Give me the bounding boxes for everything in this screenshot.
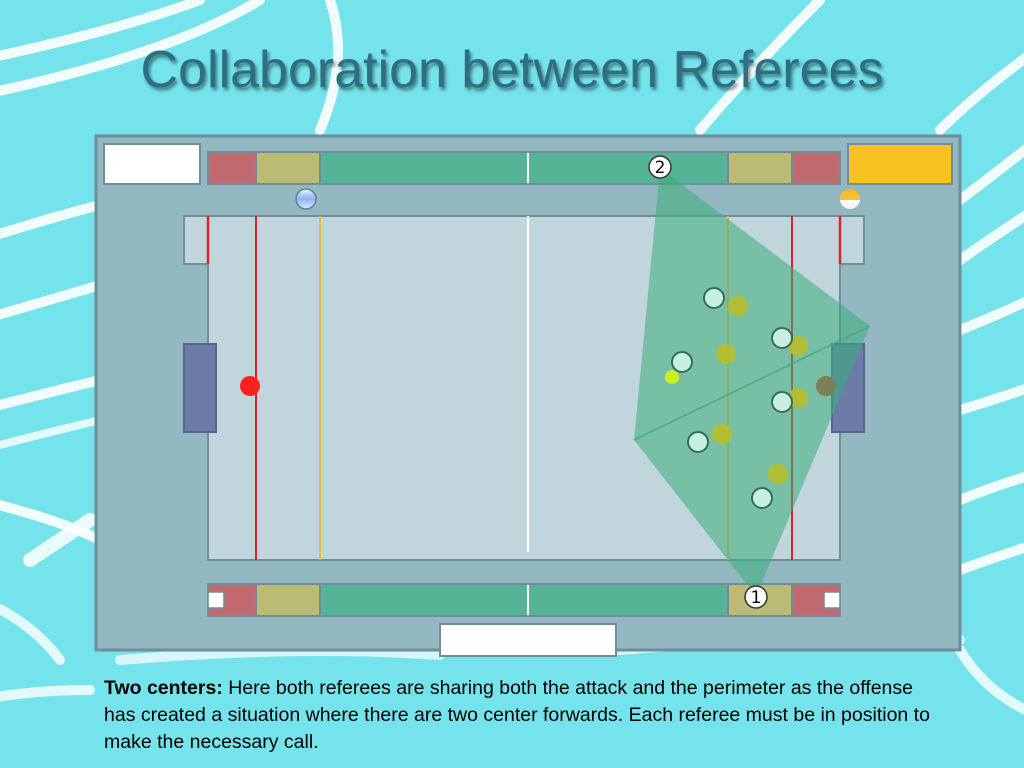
top-zone-strip <box>207 151 841 185</box>
yellow-player <box>716 344 736 364</box>
light-team <box>671 287 793 509</box>
caption: Two centers: Here both referees are shar… <box>104 675 944 756</box>
yellow-team <box>712 296 808 484</box>
light-player <box>771 391 793 413</box>
yellow-marker-box <box>847 143 953 185</box>
coverage-diagonal <box>633 325 871 441</box>
yellow-player <box>728 296 748 316</box>
top-zone-red-right <box>791 151 841 185</box>
top-zone-yellow-right <box>727 151 793 185</box>
coverage-area <box>634 168 870 596</box>
light-player <box>771 327 793 349</box>
bottom-zone-strip <box>207 583 841 617</box>
yellow-player <box>788 388 808 408</box>
light-player <box>687 431 709 453</box>
referee-2-marker <box>648 155 672 179</box>
referee-1: 1 <box>744 585 768 609</box>
top-zone-red-left <box>207 151 257 185</box>
bottom-zone-yellow-left <box>255 583 321 617</box>
yellow-player <box>768 464 788 484</box>
yellow-player <box>788 336 808 356</box>
top-left-white-box <box>103 143 201 185</box>
bottom-zone-green <box>319 583 729 617</box>
caption-text: Here both referees are sharing both the … <box>104 677 930 753</box>
light-player <box>671 351 693 373</box>
ball <box>665 370 679 384</box>
pool-entry-right <box>839 215 865 265</box>
light-player <box>751 487 773 509</box>
caption-lead: Two centers: <box>104 677 223 699</box>
referee-2: 2 <box>648 155 672 179</box>
pool-entry-left <box>183 215 209 265</box>
light-player <box>703 287 725 309</box>
blue-team-bench-marker <box>295 188 317 210</box>
referee-1-label: 1 <box>751 588 762 608</box>
referee-1-marker <box>744 585 768 609</box>
bottom-white-box <box>439 623 617 657</box>
left-goal <box>183 343 217 433</box>
bottom-right-small-square <box>823 591 841 609</box>
gold-team-bench-marker <box>840 189 860 209</box>
slide-title: Collaboration between Referees <box>140 41 884 99</box>
referee-2-label: 2 <box>655 158 666 178</box>
yellow-player <box>712 424 732 444</box>
left-goalie <box>240 376 260 396</box>
top-zone-yellow-left <box>255 151 321 185</box>
bottom-left-small-square <box>207 591 225 609</box>
